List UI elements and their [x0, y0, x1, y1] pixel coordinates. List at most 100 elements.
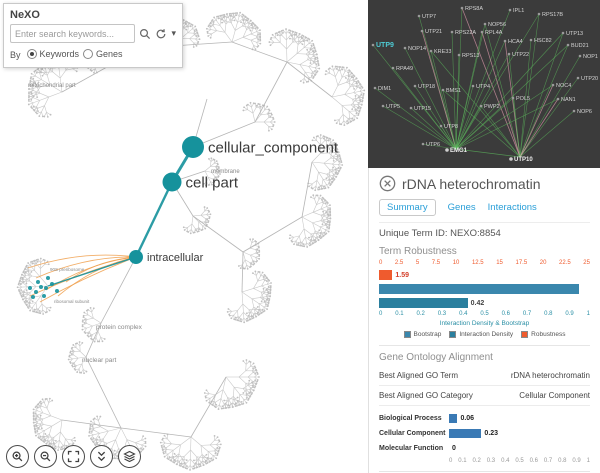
tree-cluster-node[interactable]: [46, 276, 50, 280]
network-node-RPS8A[interactable]: RPS8A: [465, 6, 483, 12]
tree-cluster-node[interactable]: [39, 285, 43, 289]
collapse-caret-icon[interactable]: ▾: [171, 28, 176, 38]
network-node-NOP14[interactable]: NOP14: [408, 46, 426, 52]
search-mode-radio-group: Keywords Genes: [26, 49, 127, 61]
network-node-RPS17B[interactable]: RPS17B: [542, 12, 563, 18]
tree-cluster-node[interactable]: [36, 280, 40, 284]
network-node-NOP1[interactable]: NOP1: [583, 54, 598, 60]
tab-interactions[interactable]: Interactions: [487, 202, 537, 213]
tree-minor-label: nuclear part: [82, 357, 117, 364]
network-node-RPS13[interactable]: RPS13: [462, 53, 479, 59]
network-node-NOC4[interactable]: NOC4: [556, 83, 571, 89]
network-node-NOP56[interactable]: NOP56: [488, 22, 506, 28]
network-node-RPS22A[interactable]: RPS22A: [455, 30, 476, 36]
network-node-IPL1[interactable]: IPL1: [513, 8, 524, 14]
app-title: NeXO: [10, 9, 40, 21]
zoom-out-button[interactable]: [34, 445, 57, 468]
tree-cluster-node[interactable]: [44, 286, 48, 290]
network-node-UTP4[interactable]: UTP4: [476, 84, 490, 90]
go-row-value: rDNA heterochromatin: [510, 371, 590, 380]
collapse-all-button[interactable]: [90, 445, 113, 468]
close-icon[interactable]: [379, 175, 396, 192]
tree-node-intracellular[interactable]: [129, 250, 143, 264]
go-alignment-heading: Gene Ontology Alignment: [379, 345, 590, 363]
robustness-bar-robustness: 1.59: [379, 269, 590, 281]
biological-process-heading: Biological Process: [379, 471, 590, 473]
network-node-KRE33[interactable]: KRE33: [434, 49, 451, 55]
network-node-RPL4A[interactable]: RPL4A: [485, 30, 503, 36]
fit-to-screen-button[interactable]: [62, 445, 85, 468]
tree-minor-label: mitochondrial part: [28, 83, 76, 89]
tree-minor-label: protein complex: [96, 324, 143, 331]
tree-cluster-node[interactable]: [50, 282, 54, 286]
network-node-NOP6[interactable]: NOP6: [577, 109, 592, 115]
legend-interaction-density: Interaction Density: [449, 331, 513, 338]
tree-cluster-node[interactable]: [42, 294, 46, 298]
network-node-HCA4[interactable]: HCA4: [508, 39, 523, 45]
tree-node-label-intracellular[interactable]: intracellular: [147, 252, 204, 264]
tree-node-label-cell-part[interactable]: cell part: [186, 174, 239, 191]
tree-cluster-node[interactable]: [55, 289, 59, 293]
by-label: By: [10, 50, 21, 60]
tree-cluster-node[interactable]: [28, 286, 32, 290]
network-node-UTP8[interactable]: UTP8: [444, 124, 458, 130]
robustness-heading: Term Robustness: [379, 246, 457, 257]
layers-button[interactable]: [118, 445, 141, 468]
network-node-UTP9[interactable]: UTP9: [376, 42, 394, 49]
radio-label: Genes: [96, 49, 123, 59]
network-node-BUD21[interactable]: BUD21: [571, 43, 589, 49]
tree-minor-label: ribosomal subunit: [54, 299, 90, 304]
tree-cluster-node[interactable]: [31, 295, 35, 299]
network-node-PWP2[interactable]: PWP2: [484, 104, 500, 110]
tree-toolbar: [6, 445, 141, 468]
network-node-RPA49[interactable]: RPA49: [396, 66, 413, 72]
network-node-DIM1[interactable]: DIM1: [378, 86, 391, 92]
legend-bootstrap: Bootstrap: [403, 331, 441, 338]
tree-node-label-cellular_component[interactable]: cellular_component: [208, 139, 339, 156]
robustness-bar-bootstrap: [379, 283, 590, 295]
network-node-UTP15[interactable]: UTP15: [414, 106, 431, 112]
go-row-label: Best Aligned GO Category: [379, 391, 473, 400]
network-node-UTP18[interactable]: UTP18: [418, 84, 435, 90]
tab-genes[interactable]: Genes: [447, 202, 476, 213]
network-node-UTP13[interactable]: UTP13: [566, 31, 583, 37]
reset-icon[interactable]: [155, 28, 167, 40]
unique-term-id: Unique Term ID: NEXO:8854: [379, 228, 501, 239]
network-node-UTP5[interactable]: UTP5: [386, 104, 400, 110]
network-node-HSC82[interactable]: HSC82: [534, 38, 552, 44]
radio-circle: [26, 49, 37, 59]
search-icon[interactable]: [139, 28, 151, 40]
network-node-BMS1[interactable]: BMS1: [446, 88, 461, 94]
radio-circle: [83, 49, 94, 59]
tree-cluster-node[interactable]: [34, 290, 38, 294]
tab-summary[interactable]: Summary: [379, 199, 436, 216]
network-node-UTP21[interactable]: UTP21: [425, 29, 442, 35]
robustness-bar-interaction-density: 0.42: [379, 297, 590, 309]
term-title: rDNA heterochromatin: [402, 175, 541, 192]
detail-tabs: Summary Genes Interactions: [379, 199, 590, 223]
network-node-UTP22[interactable]: UTP22: [512, 52, 529, 58]
search-input[interactable]: [10, 24, 136, 43]
radio-genes[interactable]: Genes: [83, 49, 123, 59]
network-node-UTP10[interactable]: UTP10: [514, 157, 533, 163]
radio-keywords[interactable]: Keywords: [26, 49, 79, 59]
network-node-POL5[interactable]: POL5: [516, 96, 530, 102]
tree-node-cellular_component[interactable]: [182, 136, 204, 158]
network-node-UTP7[interactable]: UTP7: [422, 14, 436, 20]
network-node-UTP20[interactable]: UTP20: [581, 76, 598, 82]
network-node-EMG1[interactable]: EMG1: [450, 148, 468, 154]
network-node-NAN1[interactable]: NAN1: [561, 97, 576, 103]
network-node-UTP6[interactable]: UTP6: [426, 142, 440, 148]
zoom-in-button[interactable]: [6, 445, 29, 468]
tree-node-cell-part[interactable]: [162, 172, 182, 192]
legend-robustness: Robustness: [521, 331, 566, 338]
